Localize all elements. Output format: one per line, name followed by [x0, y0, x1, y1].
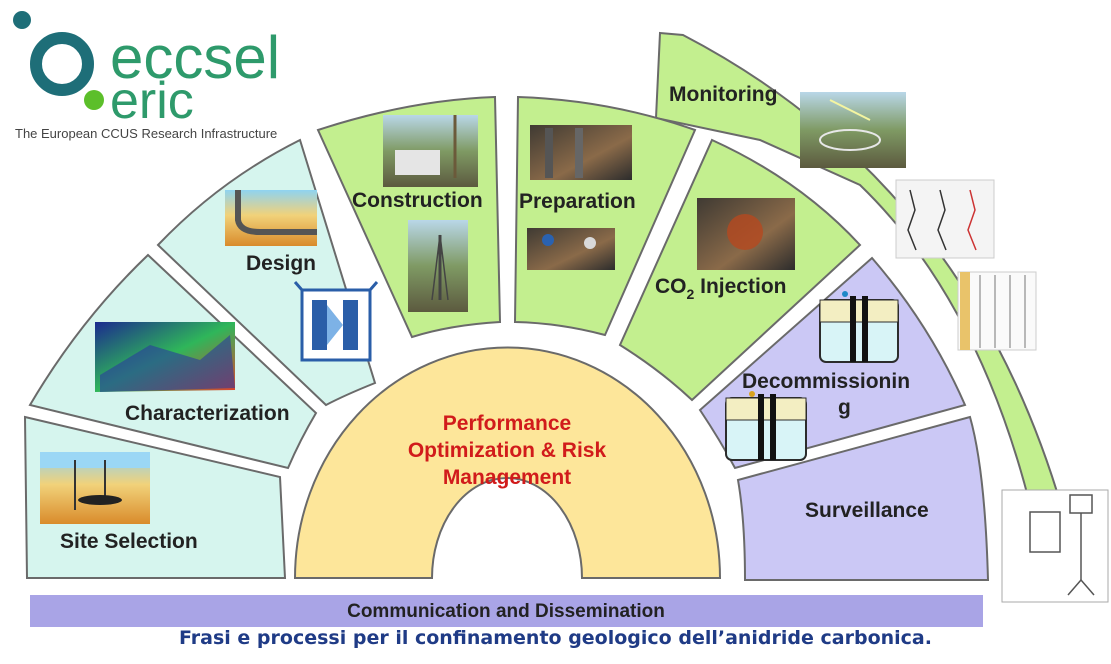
label-co2-injection: CO2 Injection: [655, 275, 786, 302]
logo-tagline: The European CCUS Research Infrastructur…: [15, 126, 277, 141]
construction-rig-photo: [408, 220, 468, 312]
communication-bar-label: Communication and Dissemination: [347, 601, 665, 622]
label-characterization: Characterization: [125, 402, 290, 425]
label-site-selection: Site Selection: [60, 530, 198, 553]
logo-dot-top-icon: [13, 11, 31, 29]
label-surveillance: Surveillance: [805, 499, 929, 522]
communication-bar: [30, 595, 983, 627]
decommissioning-well-diagram-bottom: [725, 391, 807, 461]
label-decommissioning-line2: g: [838, 396, 851, 419]
construction-truck-photo: [383, 115, 478, 187]
label-preparation: Preparation: [519, 190, 636, 213]
center-title-line1: Performance: [443, 412, 571, 435]
logo-ring-icon: [30, 32, 94, 96]
decommissioning-well-diagram-top: [819, 291, 899, 363]
logo-name-line1: eccsel: [110, 24, 280, 91]
center-title-line2: Optimization & Risk: [408, 439, 607, 462]
preparation-pipes-photo: [530, 125, 632, 180]
label-design: Design: [246, 252, 316, 275]
center-title-line3: Management: [443, 466, 571, 489]
co2-injection-photo: [697, 198, 795, 270]
characterization-map-image: [95, 322, 235, 392]
eccsel-logo: eccsel eric The European CCUS Research I…: [13, 11, 280, 141]
label-construction: Construction: [352, 189, 483, 212]
design-pipe-image: [225, 190, 317, 246]
site-selection-illustration: [40, 452, 150, 524]
logo-dot-bottom-icon: [84, 90, 104, 110]
monitoring-equipment-sketch: [1001, 489, 1109, 603]
center-half-ring: [293, 346, 722, 579]
monitoring-aerial-photo: [800, 92, 906, 168]
preparation-workers-photo: [527, 228, 615, 270]
monitoring-well-logs-image: [895, 179, 995, 259]
segment-surveillance: [736, 415, 990, 581]
logo-name-line2: eric: [110, 72, 194, 130]
design-rig-schematic: [293, 281, 379, 362]
label-decommissioning-line1: Decommissionin: [742, 370, 910, 393]
label-monitoring: Monitoring: [669, 83, 777, 106]
monitoring-log-chart-image: [957, 271, 1037, 351]
figure-caption: Frasi e processi per il confinamento geo…: [179, 627, 932, 649]
